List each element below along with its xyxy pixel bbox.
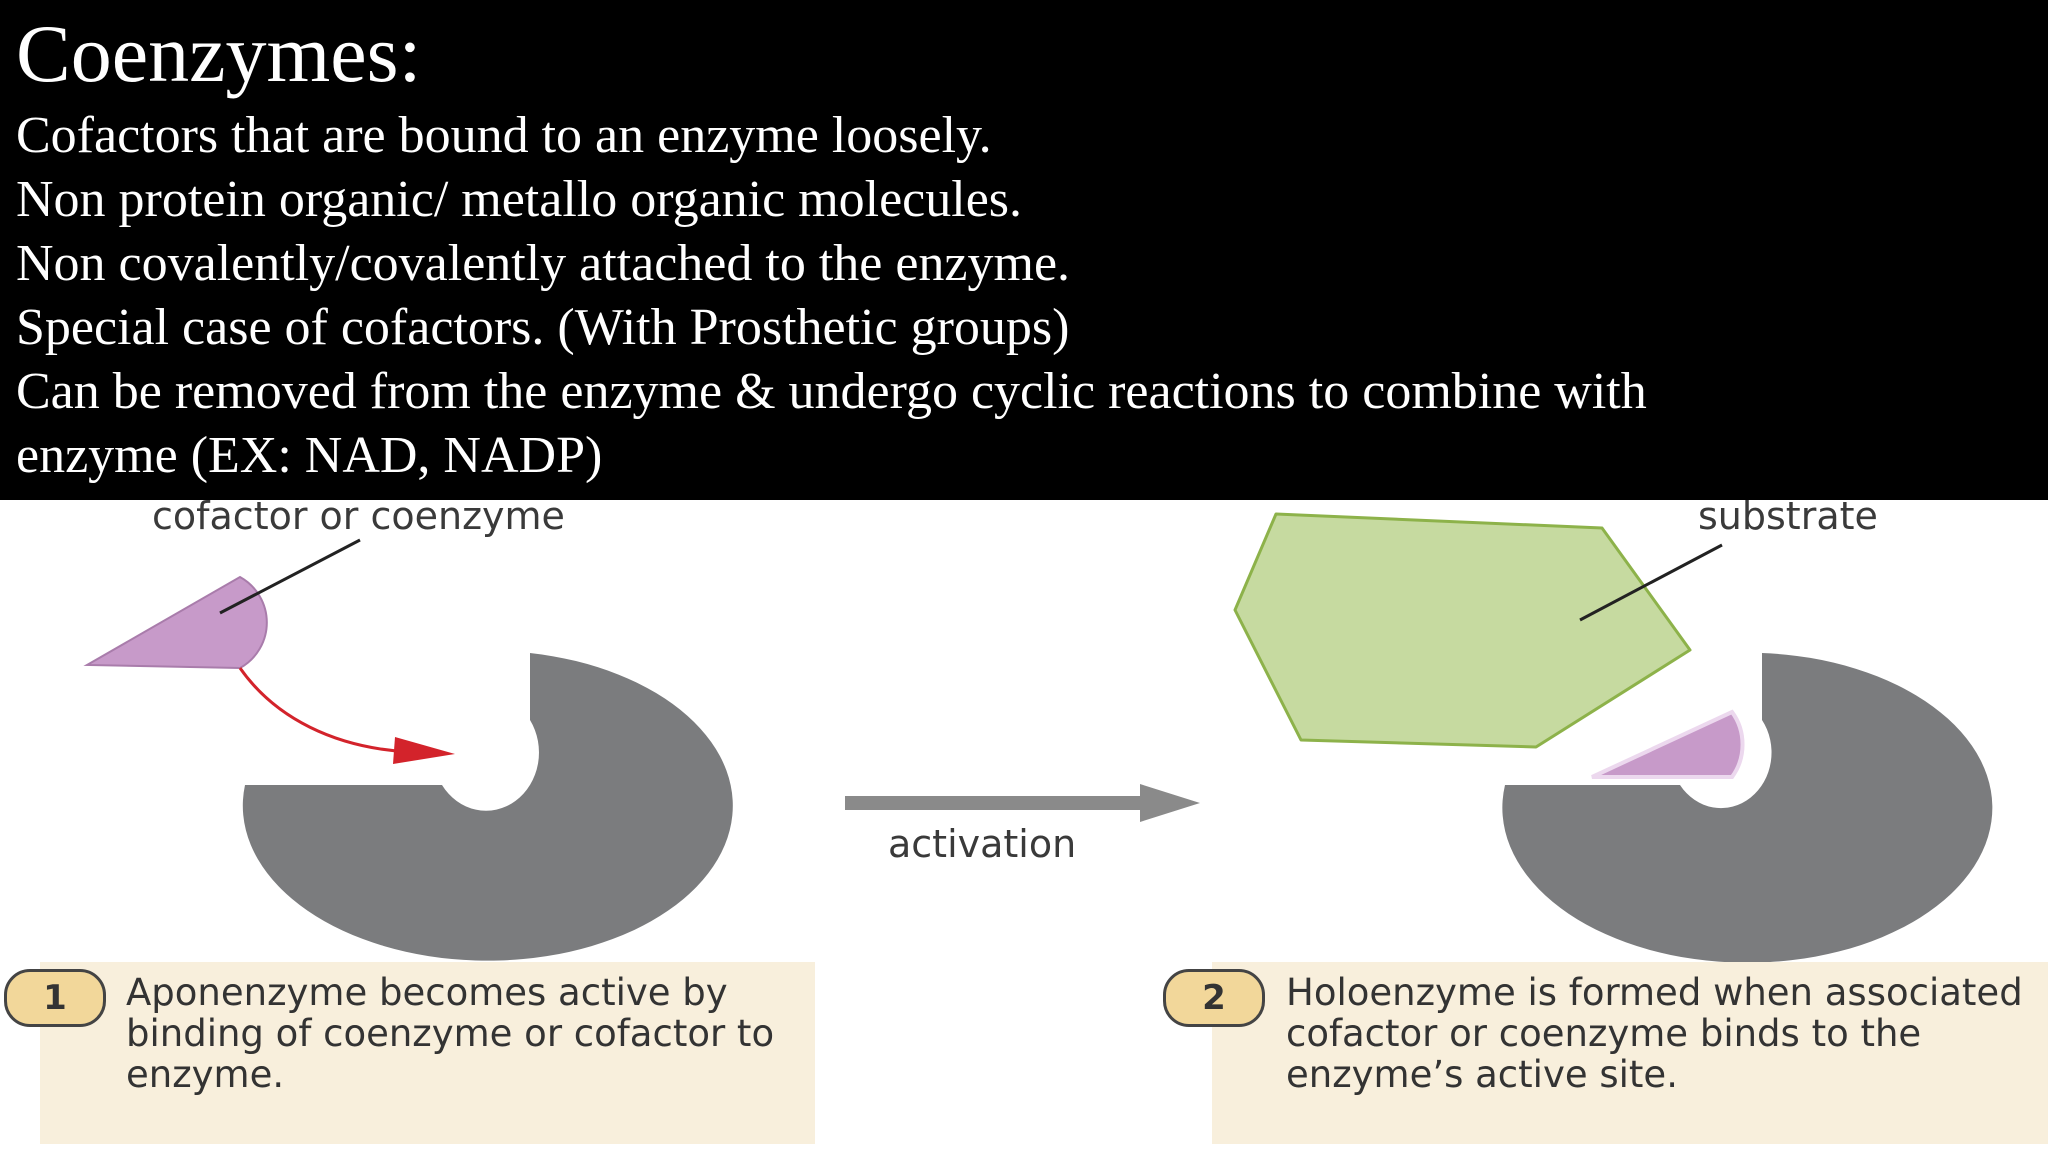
step-1-text: Aponenzyme becomes active by binding of … [126, 971, 775, 1096]
holoenzyme-shape [1502, 653, 1993, 963]
substrate-leader-line [1579, 543, 1723, 622]
substrate-label: substrate [1698, 494, 1878, 538]
bullet-line: Special case of cofactors. (With Prosthe… [16, 299, 1070, 356]
substrate-shape [1233, 512, 1692, 749]
bound-cofactor-shape [1591, 709, 1745, 779]
apoenzyme-shape [242, 653, 733, 961]
step-2-badge: 2 [1163, 969, 1265, 1027]
step-1-caption-box [40, 962, 815, 1144]
activation-arrow-shaft [845, 796, 1150, 810]
cofactor-leader-line [219, 538, 361, 615]
bullet-list: Cofactors that are bound to an enzyme lo… [16, 104, 2006, 488]
cofactor-label: cofactor or coenzyme [152, 494, 565, 538]
slide-title: Coenzymes: [16, 8, 422, 99]
coenzyme-diagram: cofactor or coenzyme substrate activatio… [0, 494, 2048, 1152]
slide-header: Coenzymes: Cofactors that are bound to a… [0, 0, 2048, 500]
bullet-line: Non covalently/covalently attached to th… [16, 235, 1071, 292]
activation-label: activation [888, 822, 1077, 866]
binding-arrow [238, 667, 411, 754]
step-2-text: Holoenzyme is formed when associated cof… [1286, 971, 2023, 1096]
step-2-caption-box [1212, 962, 2048, 1144]
binding-arrowhead [393, 737, 455, 764]
bullet-line: Non protein organic/ metallo organic mol… [16, 171, 1023, 228]
step-1-badge: 1 [4, 969, 106, 1027]
bullet-line: enzyme (EX: NAD, NADP) [16, 427, 603, 484]
bullet-line: Can be removed from the enzyme & undergo… [16, 363, 1647, 420]
diagram-canvas [83, 512, 1993, 963]
activation-arrow-head [1140, 784, 1200, 822]
bullet-line: Cofactors that are bound to an enzyme lo… [16, 107, 992, 164]
cofactor-shape [83, 575, 268, 670]
